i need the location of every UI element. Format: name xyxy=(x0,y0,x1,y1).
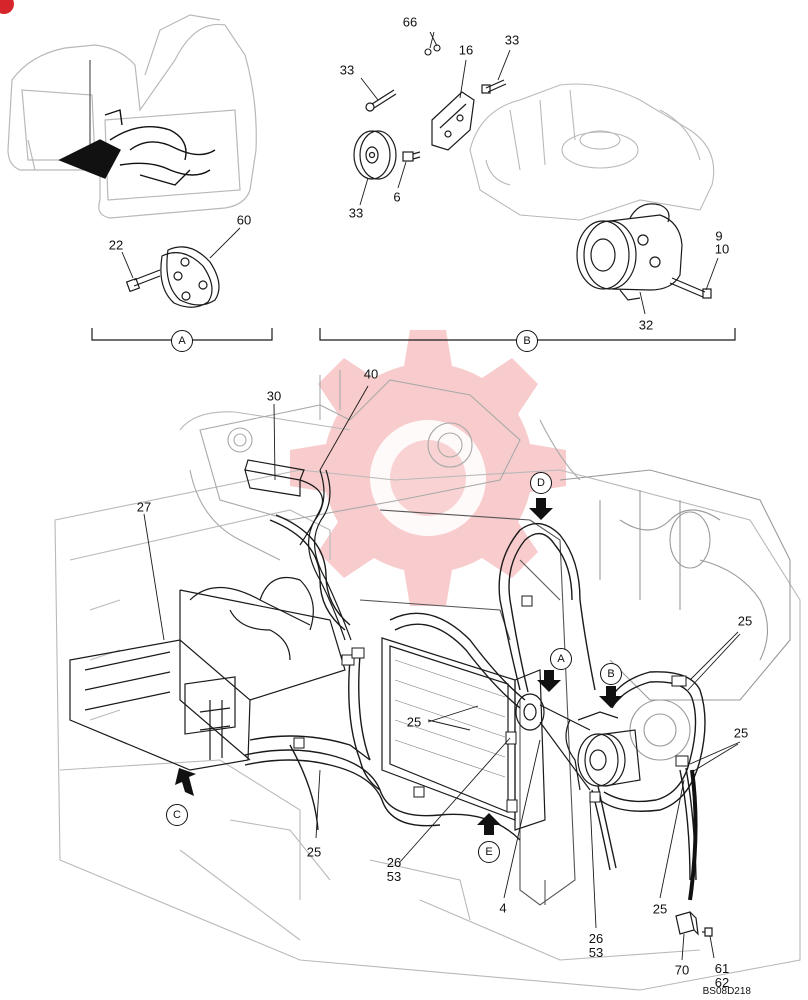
callout-60: 60 xyxy=(236,212,252,228)
callout-4: 4 xyxy=(499,900,507,916)
machine-overview xyxy=(7,14,257,219)
view-marker-b: B xyxy=(600,663,622,685)
callout-6: 6 xyxy=(393,189,401,205)
arrow-up-icon xyxy=(175,768,501,835)
callout-26-53: 26 53 xyxy=(386,855,402,884)
upper-frame-ghost xyxy=(54,411,801,991)
callout-70: 70 xyxy=(674,962,690,978)
part-16-bracket xyxy=(431,91,475,151)
callout-25: 25 xyxy=(652,901,668,917)
callout-33: 33 xyxy=(339,62,355,78)
part-60-flange xyxy=(160,246,220,308)
callout-22: 22 xyxy=(108,237,124,253)
leaders-main xyxy=(143,385,741,961)
part-66-bolts xyxy=(424,44,441,56)
callout-25: 25 xyxy=(306,844,322,860)
view-marker-e: E xyxy=(478,841,500,863)
callout-32: 32 xyxy=(638,317,654,333)
callout-25: 25 xyxy=(406,714,422,730)
view-marker-a: A xyxy=(171,330,193,352)
part-32-compressor xyxy=(576,203,683,301)
controller-30 xyxy=(244,459,324,546)
part-70-bracket xyxy=(675,911,699,936)
part-33-bolt-b xyxy=(481,79,507,94)
callout-40: 40 xyxy=(363,366,379,382)
drawing-code: BS08D218 xyxy=(702,986,751,997)
callout-61-62: 61 62 xyxy=(714,961,730,990)
view-marker-c: C xyxy=(166,804,188,826)
corner-badge xyxy=(0,0,14,14)
callout-33: 33 xyxy=(348,205,364,221)
view-marker-d: D xyxy=(530,472,552,494)
heater-unit-27 xyxy=(69,576,346,771)
view-marker-b: B xyxy=(516,330,538,352)
hoses xyxy=(244,514,706,881)
part-33-idler-pulley xyxy=(353,130,397,180)
part-22-bolt xyxy=(125,269,161,293)
main-compressor xyxy=(515,693,641,791)
callout-25: 25 xyxy=(737,613,753,629)
callout-30: 30 xyxy=(266,388,282,404)
drain-hose-black xyxy=(688,769,698,901)
arrow-down-icon xyxy=(529,498,623,708)
leaders-detail-b xyxy=(359,31,719,315)
boom-mount-ghost xyxy=(189,370,581,561)
callout-33: 33 xyxy=(504,32,520,48)
callout-10: 10 xyxy=(714,241,730,257)
leaders-detail-a xyxy=(121,227,241,279)
radiator-frame xyxy=(359,509,576,906)
part-6-nut xyxy=(402,151,421,162)
callout-9: 9 xyxy=(715,228,723,244)
part-33-bolt-a xyxy=(365,89,397,112)
callout-16: 16 xyxy=(458,42,474,58)
callout-25: 25 xyxy=(733,725,749,741)
fittings xyxy=(293,595,689,813)
callout-27: 27 xyxy=(136,499,152,515)
view-marker-a: A xyxy=(550,648,572,670)
engine-ghost xyxy=(559,469,791,761)
engine-block-ghost xyxy=(469,83,715,221)
part-40-wire xyxy=(307,469,352,641)
part-61-bolt xyxy=(702,927,713,937)
machine-overview-harness xyxy=(58,109,216,186)
part-9-bolt xyxy=(669,277,712,299)
callout-26-53: 26 53 xyxy=(588,931,604,960)
callout-66: 66 xyxy=(402,14,418,30)
